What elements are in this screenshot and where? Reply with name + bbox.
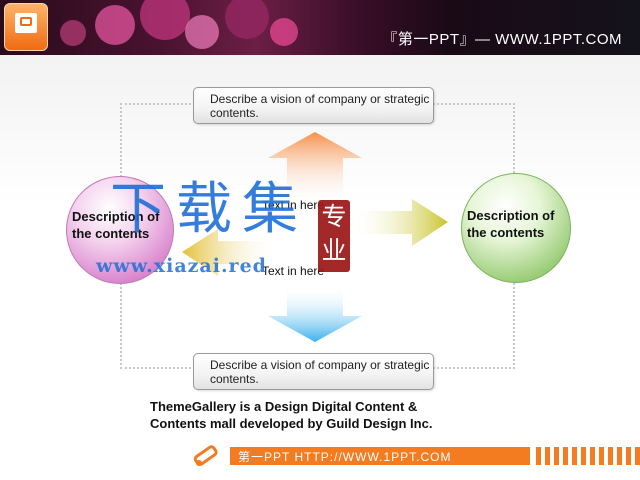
caption-text: ThemeGallery is a Design Digital Content… — [150, 399, 433, 431]
watermark-url: www.xiazai.red — [96, 255, 267, 277]
theme-gallery-caption: ThemeGallery is a Design Digital Content… — [150, 398, 460, 432]
watermark-seal: 专业 — [318, 200, 350, 272]
arrow-right — [350, 199, 448, 246]
bokeh-decoration — [185, 15, 219, 49]
footer-url-text[interactable]: 第一PPT HTTP://WWW.1PPT.COM — [238, 450, 452, 464]
pencil-icon — [193, 445, 218, 466]
center-text-top: Text in here — [262, 198, 325, 212]
watermark-title: 下载集 — [110, 177, 308, 242]
top-text-box: Describe a vision of company or strategi… — [193, 87, 434, 124]
arrow-down — [268, 285, 362, 342]
bokeh-decoration — [270, 18, 298, 46]
bokeh-decoration — [95, 5, 135, 45]
footer-stripes — [536, 447, 640, 465]
left-circle-label: Description of the contents — [72, 209, 160, 241]
left-circle — [66, 176, 174, 284]
center-text-bottom: Text in here — [262, 264, 325, 278]
powerpoint-icon — [4, 3, 48, 51]
arrow-left — [182, 229, 280, 276]
bokeh-decoration — [140, 0, 190, 40]
header-banner: 『第一PPT』— WWW.1PPT.COM — [0, 0, 640, 55]
arrow-up — [268, 132, 362, 205]
right-circle — [461, 173, 571, 283]
header-site-text: 『第一PPT』— WWW.1PPT.COM — [382, 31, 622, 48]
footer-url-bar — [230, 447, 530, 465]
bokeh-decoration — [60, 20, 86, 46]
bottom-text-box: Describe a vision of company or strategi… — [193, 353, 434, 390]
bokeh-decoration — [225, 0, 269, 39]
right-circle-label: Description of the contents — [467, 208, 555, 240]
